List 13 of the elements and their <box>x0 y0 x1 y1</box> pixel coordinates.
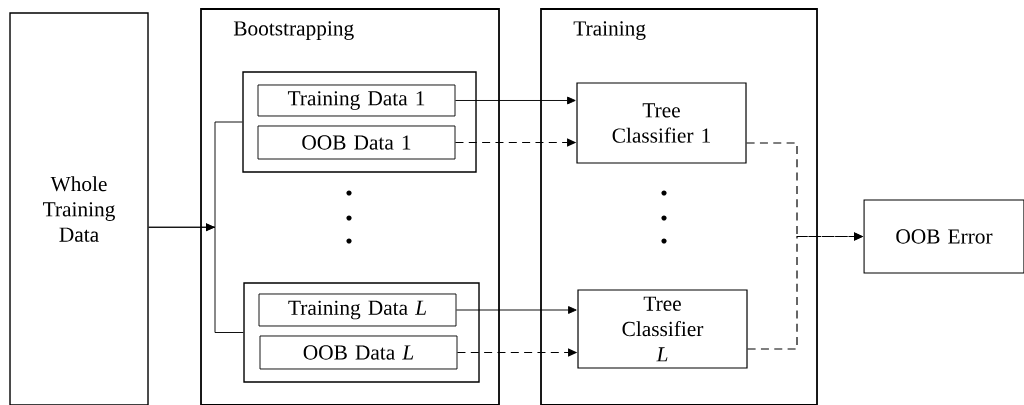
arrow <box>148 223 244 333</box>
group-box <box>243 282 480 383</box>
arrow <box>456 306 577 314</box>
data-box: OOB Data L <box>259 335 458 370</box>
process-box: Whole Training Data <box>9 12 149 405</box>
process-box: Tree Classifier 1 <box>576 82 747 164</box>
data-box: Training Data 1 <box>257 84 456 117</box>
arrow <box>455 96 576 105</box>
data-box: OOB Data 1 <box>257 125 456 160</box>
data-box: Training Data L <box>258 293 457 327</box>
process-box: Tree Classifier L <box>577 289 748 369</box>
process-box: OOB Error <box>863 199 1024 274</box>
group-box <box>242 71 477 173</box>
